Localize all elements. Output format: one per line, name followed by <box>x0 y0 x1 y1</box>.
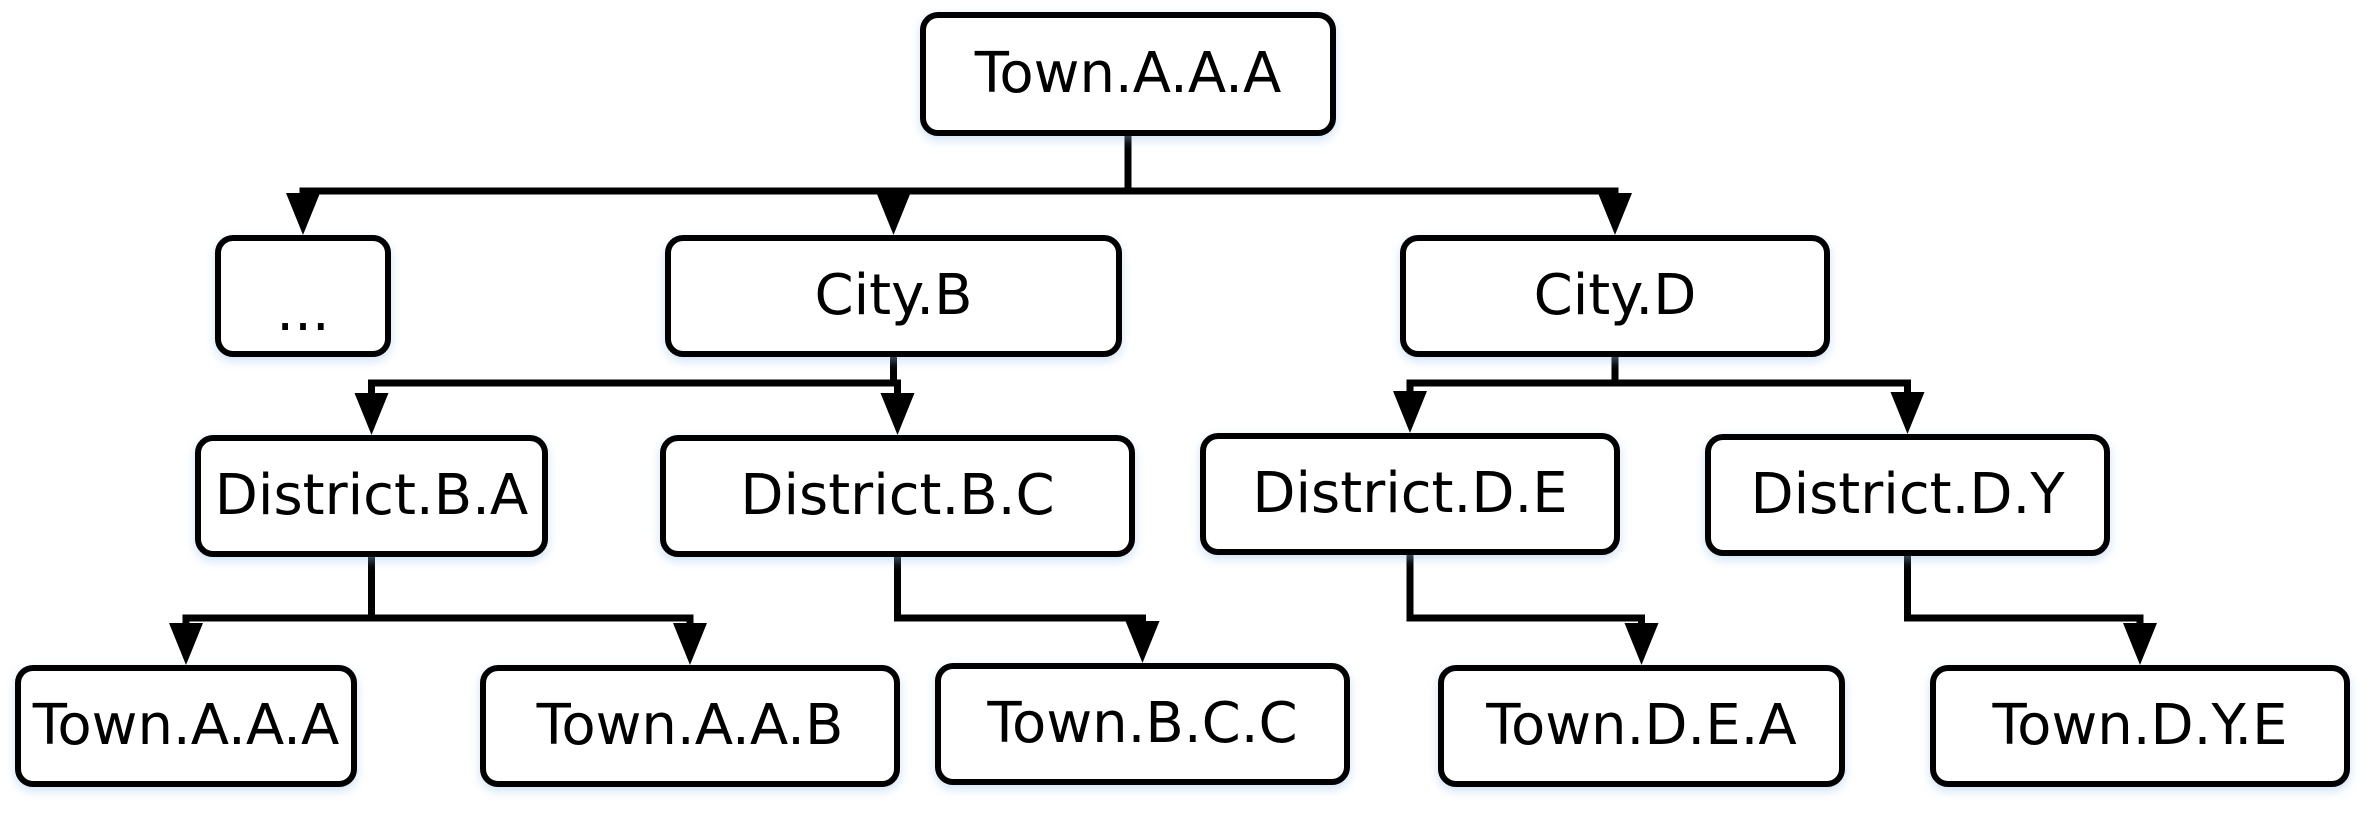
node-townAAA[interactable]: Town.A.A.A <box>15 665 357 787</box>
edge-root-to-cityB <box>876 136 1132 235</box>
arrowhead <box>1624 623 1659 665</box>
node-root[interactable]: Town.A.A.A <box>920 12 1336 136</box>
arrowhead <box>2123 623 2157 665</box>
edge-cityD-to-distDY <box>1611 357 1925 434</box>
node-cityD[interactable]: City.D <box>1400 235 1830 357</box>
node-label: District.D.E <box>1252 461 1568 526</box>
arrowhead <box>1125 621 1160 663</box>
node-label: District.D.Y <box>1750 462 2065 527</box>
node-label: Town.D.E.A <box>1486 693 1797 758</box>
node-distDE[interactable]: District.D.E <box>1200 433 1620 555</box>
node-label: Town.A.A.A <box>974 41 1282 106</box>
node-distDY[interactable]: District.D.Y <box>1705 434 2110 556</box>
node-distBA[interactable]: District.B.A <box>195 435 548 557</box>
edge-cityD-to-distDE <box>1393 357 1619 433</box>
arrowhead <box>876 193 911 235</box>
edge-distDY-to-townDYE <box>1904 556 2157 665</box>
edge-distBC-to-townBCC <box>894 557 1160 663</box>
node-townBCC[interactable]: Town.B.C.C <box>935 663 1350 785</box>
node-label: District.B.A <box>214 463 529 528</box>
edge-distBA-to-townAAA <box>169 557 375 665</box>
node-label: District.B.C <box>740 463 1055 528</box>
node-distBC[interactable]: District.B.C <box>660 435 1135 557</box>
edge-root-to-ellipsis <box>286 136 1132 235</box>
edge-root-to-cityD <box>1124 136 1632 235</box>
edge-distDE-to-townDEA <box>1406 555 1659 665</box>
arrowhead <box>1598 193 1632 235</box>
node-label: Town.D.Y.E <box>1992 693 2288 758</box>
arrowhead <box>354 393 389 435</box>
node-townAAB[interactable]: Town.A.A.B <box>480 665 900 787</box>
node-townDEA[interactable]: Town.D.E.A <box>1438 665 1845 787</box>
edge-distBA-to-townAAB <box>368 557 707 665</box>
node-cityB[interactable]: City.B <box>665 235 1122 357</box>
arrowhead <box>880 393 915 435</box>
node-townDYE[interactable]: Town.D.Y.E <box>1930 665 2350 787</box>
node-label: ... <box>276 279 330 344</box>
arrowhead <box>1890 392 1925 434</box>
node-label: City.D <box>1533 263 1697 328</box>
node-label: City.B <box>814 263 973 328</box>
node-label: Town.A.A.A <box>32 693 340 758</box>
arrowhead <box>169 623 203 665</box>
node-label: Town.A.A.B <box>536 693 844 758</box>
node-ellipsis[interactable]: ... <box>215 235 391 357</box>
arrowhead <box>673 623 707 665</box>
arrowhead <box>286 193 320 235</box>
node-label: Town.B.C.C <box>987 691 1298 756</box>
edge-cityB-to-distBC <box>880 357 915 435</box>
edge-cityB-to-distBA <box>354 357 897 435</box>
arrowhead <box>1393 391 1427 433</box>
